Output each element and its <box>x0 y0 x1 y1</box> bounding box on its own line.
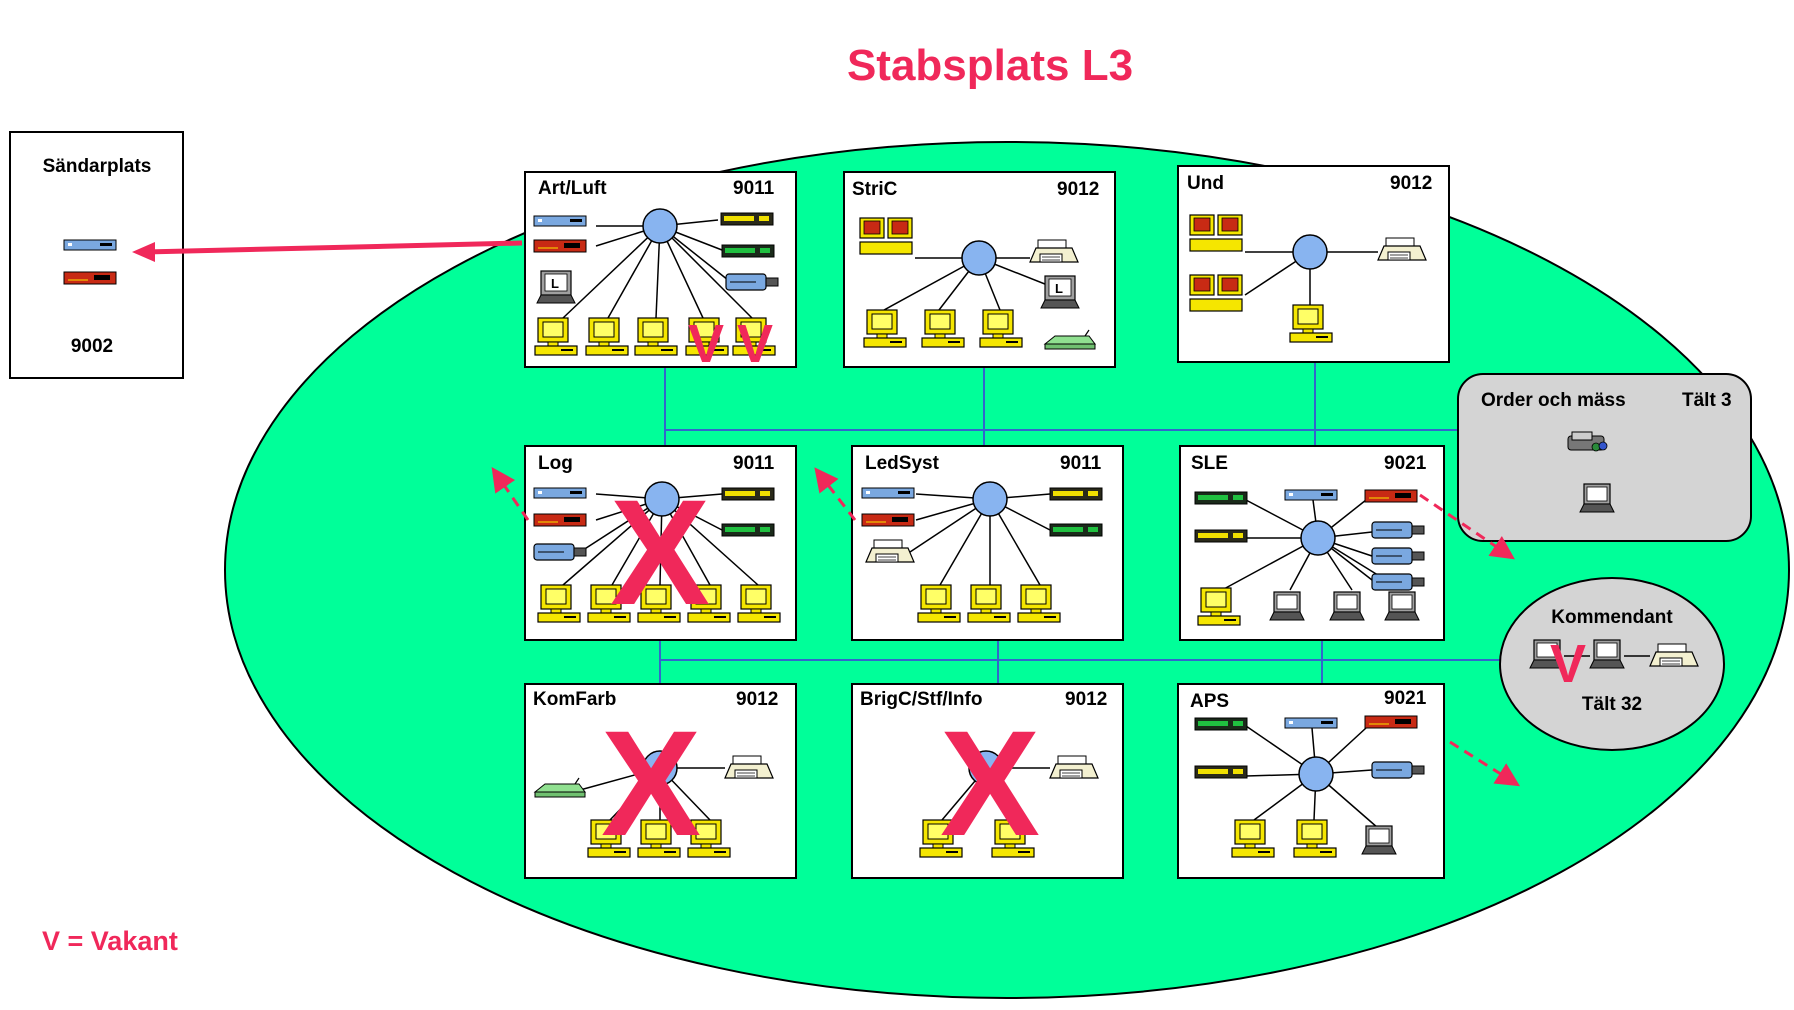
router-icon <box>1194 491 1248 505</box>
vacant-mark: V <box>1550 634 1586 694</box>
legend-vacant: V = Vakant <box>42 926 178 956</box>
arrowhead-icon <box>132 242 155 262</box>
router-icon <box>1364 715 1418 729</box>
router-icon <box>533 239 587 253</box>
hub-icon <box>1300 520 1336 556</box>
page-title: Stabsplats L3 <box>847 41 1133 90</box>
room-name: BrigC/Stf/Info <box>860 689 982 710</box>
router-icon <box>1284 489 1338 501</box>
router-icon <box>721 523 775 537</box>
laptop-icon <box>1361 825 1397 855</box>
room-name: Log <box>538 453 573 474</box>
tent-order: Order och mäss Tält 3 <box>1457 373 1752 542</box>
laptop-icon <box>1040 275 1080 309</box>
backbone <box>659 362 1505 684</box>
router-icon <box>1364 489 1418 503</box>
router-icon <box>63 271 117 285</box>
order-name: Order och mäss <box>1481 390 1626 411</box>
sandarplats-box: Sändarplats 9002 <box>9 131 184 379</box>
link-arrow <box>144 240 523 255</box>
sandarplats-name: Sändarplats <box>43 156 152 177</box>
room-name: KomFarb <box>533 689 616 710</box>
router-icon <box>721 487 775 501</box>
hub-icon <box>1292 234 1328 270</box>
router-icon <box>1049 523 1103 537</box>
sandarplats-number: 9002 <box>71 336 113 357</box>
laptop-icon <box>536 270 576 304</box>
hub-icon <box>961 240 997 276</box>
router-icon <box>533 487 587 499</box>
router-icon <box>533 215 587 227</box>
room-aps: APS 9021 <box>1177 683 1445 879</box>
dashed-arrows <box>491 467 1521 787</box>
router-icon <box>861 513 915 527</box>
room-log: Log 9011 X <box>524 445 797 641</box>
room-number: 9021 <box>1384 688 1427 709</box>
kommendant-tent: Tält 32 <box>1582 694 1642 715</box>
router-icon <box>63 239 117 251</box>
room-name: StriC <box>852 179 898 200</box>
room-number: 9012 <box>736 689 778 710</box>
kommendant-name: Kommendant <box>1551 607 1673 628</box>
room-ledsyst: LedSyst 9011 <box>851 445 1124 641</box>
hub-icon <box>644 481 680 517</box>
router-icon <box>720 212 774 226</box>
laptop-icon <box>1579 483 1615 513</box>
room-sle: SLE 9021 <box>1179 445 1445 641</box>
router-icon <box>1049 487 1103 501</box>
room-number: 9012 <box>1390 173 1432 194</box>
tent-kommendant: Kommendant Tält 32 V <box>1499 577 1725 751</box>
router-icon <box>1284 717 1338 729</box>
room-name: SLE <box>1191 453 1228 474</box>
room-number: 9011 <box>733 453 775 474</box>
room-name: APS <box>1190 691 1229 712</box>
router-icon <box>721 244 775 258</box>
router-icon <box>1194 717 1248 731</box>
removed-mark: X <box>601 699 701 867</box>
vacant-mark: V <box>688 314 724 374</box>
laptop-icon <box>1329 591 1365 621</box>
vacant-mark: V <box>737 314 773 374</box>
hub-icon <box>642 750 678 786</box>
hub-icon <box>642 208 678 244</box>
room-artluft: Art/Luft 9011 V V <box>524 171 797 374</box>
room-number: 9012 <box>1065 689 1107 710</box>
room-number: 9021 <box>1384 453 1427 474</box>
hub-icon <box>1298 756 1334 792</box>
room-und: Und 9012 <box>1177 165 1450 363</box>
room-name: Art/Luft <box>538 178 607 199</box>
laptop-icon <box>1589 639 1625 669</box>
room-name: Und <box>1187 173 1224 194</box>
laptop-icon <box>1269 591 1305 621</box>
room-name: LedSyst <box>865 453 940 474</box>
room-komfarb: KomFarb 9012 X <box>524 683 797 879</box>
router-icon <box>533 513 587 527</box>
router-icon <box>861 487 915 499</box>
removed-mark: X <box>610 468 710 636</box>
hub-icon <box>972 481 1008 517</box>
order-tent: Tält 3 <box>1682 390 1732 411</box>
hub-icon <box>968 750 1004 786</box>
laptop-icon <box>1384 591 1420 621</box>
room-number: 9011 <box>1060 453 1102 474</box>
router-icon <box>1194 765 1248 779</box>
room-number: 9012 <box>1057 179 1099 200</box>
room-brigc: BrigC/Stf/Info 9012 X <box>851 683 1124 879</box>
router-icon <box>1194 529 1248 543</box>
removed-mark: X <box>940 699 1040 867</box>
room-number: 9011 <box>733 178 775 199</box>
room-stric: StriC 9012 <box>843 171 1116 368</box>
